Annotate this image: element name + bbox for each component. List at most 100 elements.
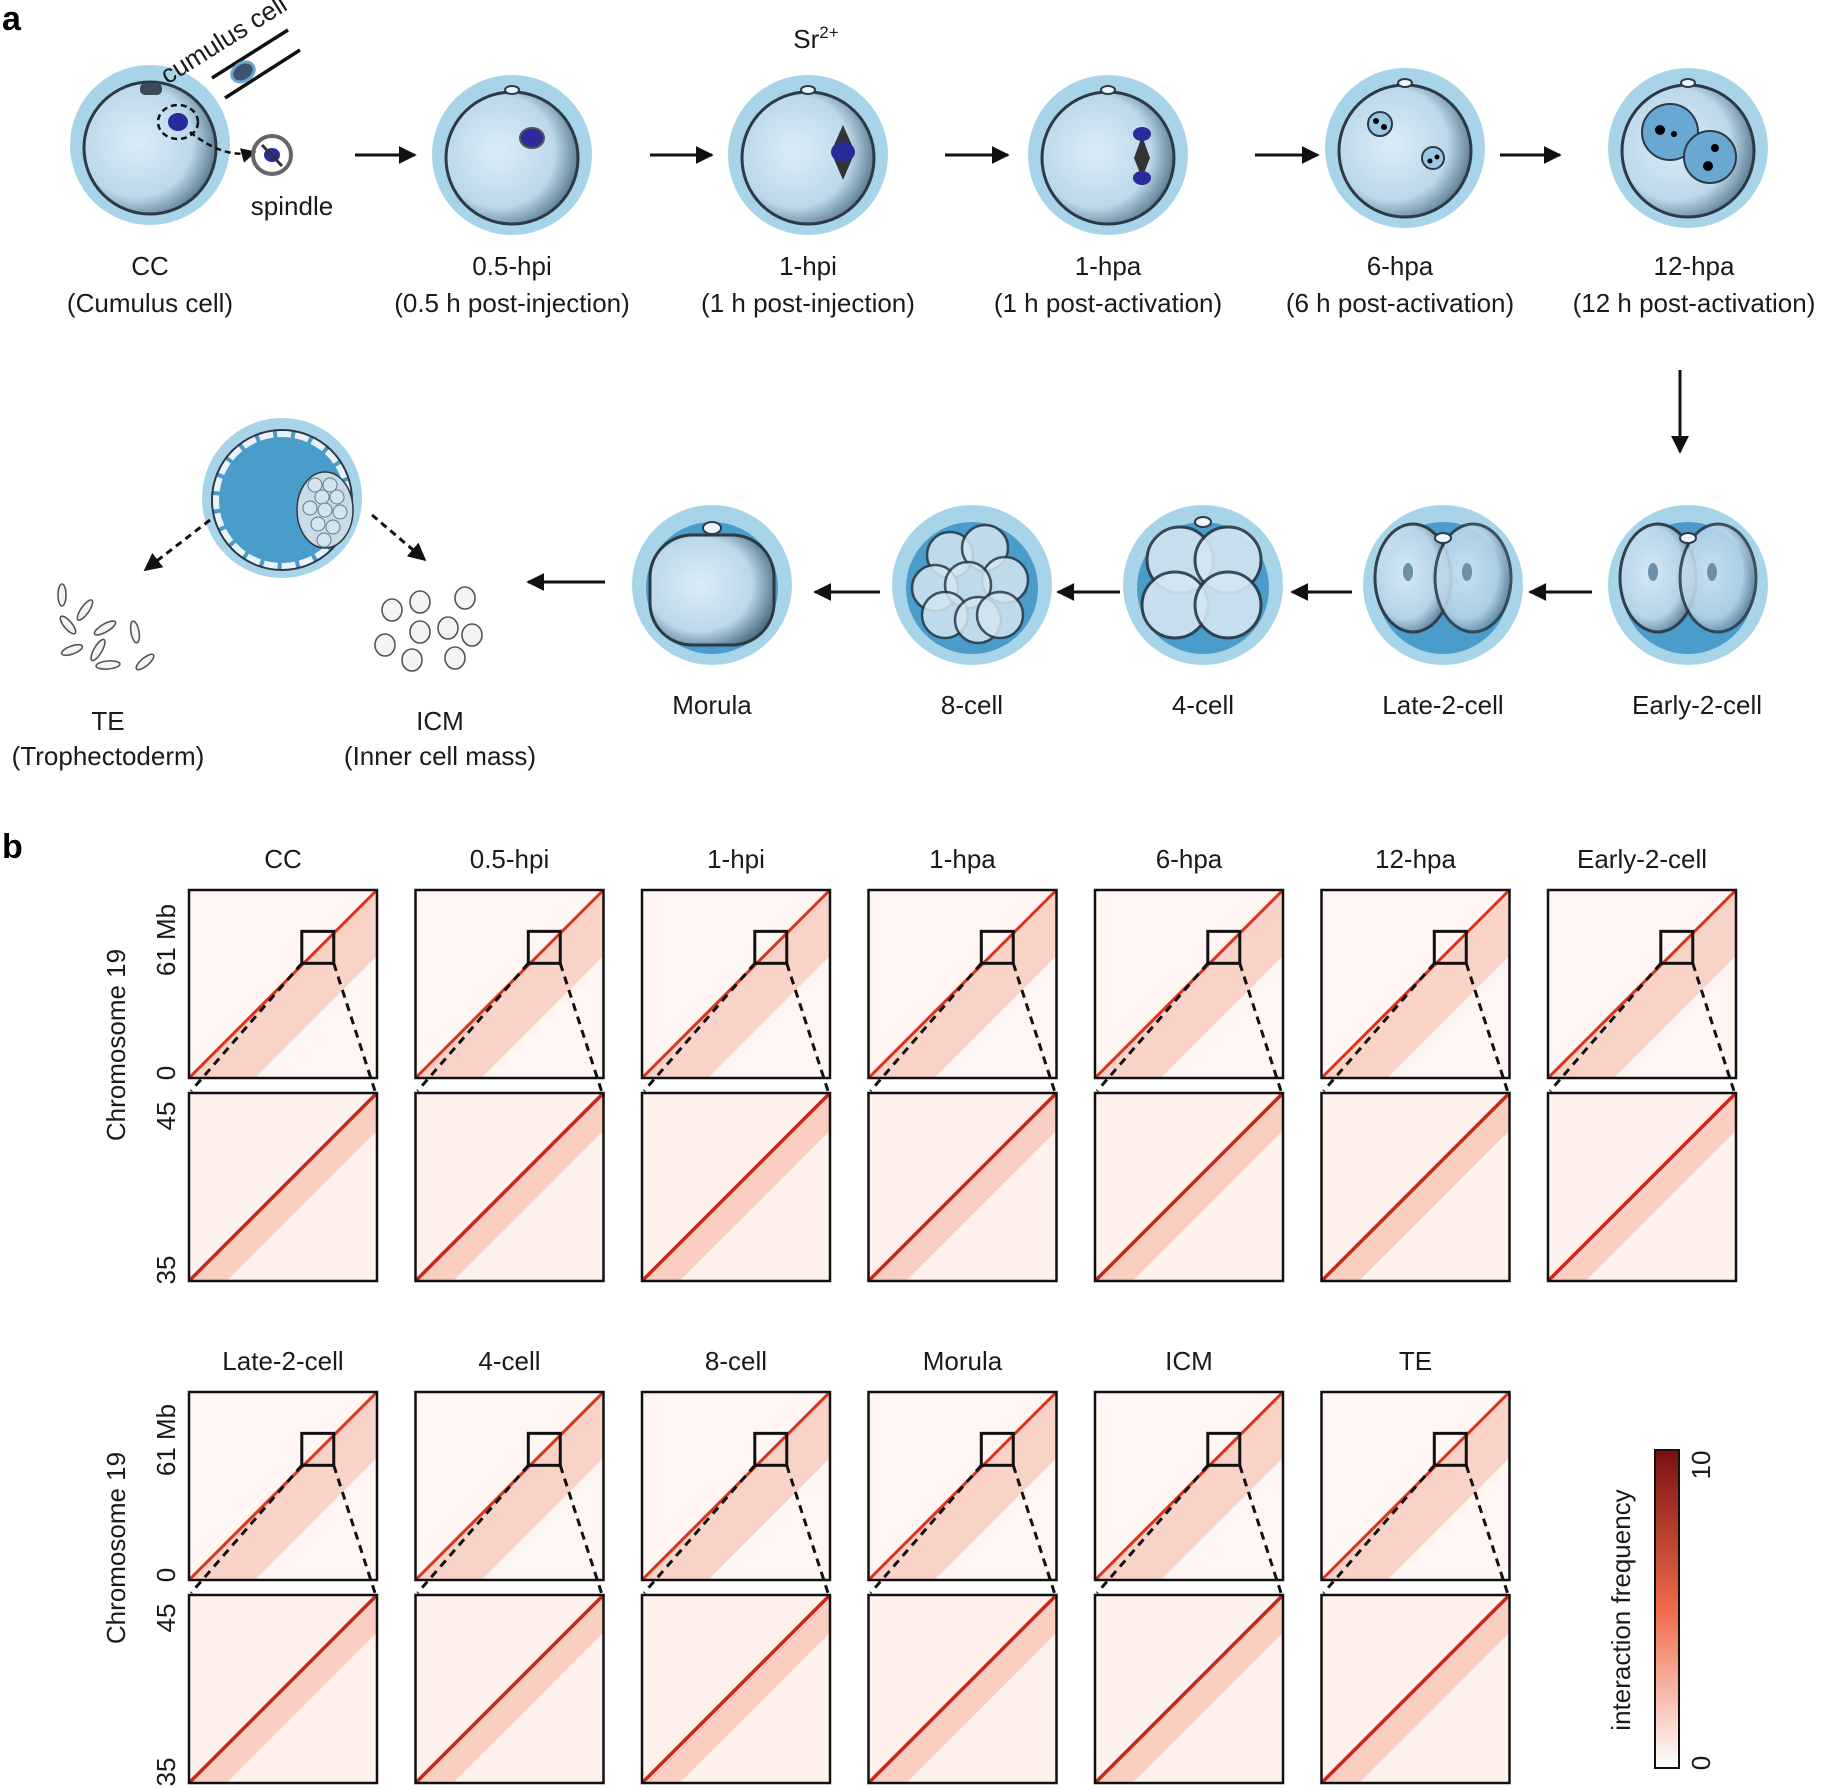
zoomed-region-map: [414, 1593, 605, 1785]
zoom-box: [979, 929, 1015, 965]
stage-label-0.5hpi: 0.5-hpi: [472, 251, 552, 281]
stage-1hpi-egg: [728, 75, 888, 235]
fate-sub-te: (Trophectoderm): [12, 741, 205, 771]
heatmap-title: 12-hpa: [1375, 844, 1456, 874]
heatmap-title: 4-cell: [478, 1346, 540, 1376]
colorbar-label: interaction frequency: [1606, 1489, 1636, 1730]
stage-label-6hpa: 6-hpa: [1367, 251, 1434, 281]
heatmap-title: 1-hpi: [707, 844, 765, 874]
full-chromosome-map: [1093, 1390, 1285, 1594]
icm-cells: [374, 586, 483, 672]
full-chromosome-map: [867, 1390, 1058, 1594]
zoom-box: [1206, 929, 1242, 965]
zoom-box: [1659, 929, 1695, 965]
tick-row2-0: 0: [151, 1568, 181, 1582]
full-chromosome-map: [1546, 888, 1738, 1092]
heatmap-title: Early-2-cell: [1577, 844, 1707, 874]
zoomed-region-map: [414, 1091, 605, 1283]
full-chromosome-map: [1093, 888, 1285, 1092]
colorbar-min: 0: [1686, 1756, 1716, 1770]
zoomed-region-map: [640, 1091, 832, 1283]
fate-label-icm: ICM: [416, 706, 464, 736]
stage-sub-1hpi: (1 h post-injection): [701, 288, 915, 318]
zoom-box: [300, 1431, 336, 1467]
zoom-box: [753, 929, 789, 965]
heatmap-pair-te: TE: [1320, 1346, 1511, 1785]
zoomed-region-map: [187, 1091, 379, 1283]
zoom-box: [1432, 1431, 1468, 1467]
zoom-box: [1432, 929, 1468, 965]
zoom-box: [526, 929, 562, 965]
heatmap-pair-1-hpa: 1-hpa: [867, 844, 1058, 1283]
stage-sub-12hpa: (12 h post-activation): [1573, 288, 1816, 318]
stage-late-2cell-embryo: [1363, 505, 1523, 665]
tick-row1-35: 35: [151, 1256, 181, 1285]
zoomed-region-map: [640, 1593, 832, 1785]
te-cells: [57, 583, 155, 671]
tick-row1-45: 45: [151, 1102, 181, 1131]
zoomed-region-map: [1093, 1593, 1285, 1785]
strontium-annotation: Sr2+: [793, 23, 838, 54]
row1-arrows: [355, 146, 1689, 454]
stage-label-1hpa: 1-hpa: [1075, 251, 1142, 281]
tick-row2-35: 35: [151, 1758, 181, 1787]
heatmap-pair-12-hpa: 12-hpa: [1320, 844, 1511, 1283]
stage-label-morula: Morula: [672, 690, 752, 720]
panel-label-a: a: [2, 0, 22, 38]
heatmap-pair-late-2-cell: Late-2-cell: [187, 1346, 379, 1785]
stage-sub-6hpa: (6 h post-activation): [1286, 288, 1514, 318]
ylabel-row1: Chromosome 19: [101, 949, 131, 1141]
stage-morula-embryo: [632, 505, 792, 665]
zoomed-region-map: [867, 1091, 1058, 1283]
stage-1hpa-egg: [1028, 75, 1188, 235]
stage-label-early-2cell: Early-2-cell: [1632, 690, 1762, 720]
tick-row2-45: 45: [151, 1604, 181, 1633]
stage-label-1hpi: 1-hpi: [779, 251, 837, 281]
full-chromosome-map: [187, 888, 379, 1092]
colorbar-max: 10: [1686, 1451, 1716, 1480]
stage-8cell-embryo: [892, 505, 1052, 665]
zoomed-region-map: [867, 1593, 1058, 1785]
stage-4cell-embryo: [1123, 505, 1283, 665]
zoom-box: [300, 929, 336, 965]
stage-label-4cell: 4-cell: [1172, 690, 1234, 720]
fate-sub-icm: (Inner cell mass): [344, 741, 536, 771]
zoom-box: [526, 1431, 562, 1467]
ylabel-row2: Chromosome 19: [101, 1452, 131, 1644]
zoomed-region-map: [1093, 1091, 1285, 1283]
stage-label-cc: CC: [131, 251, 169, 281]
stage-sub-cc: (Cumulus cell): [67, 288, 233, 318]
stage-label-12hpa: 12-hpa: [1654, 251, 1735, 281]
heatmap-pair-8-cell: 8-cell: [640, 1346, 832, 1785]
tick-row1-61mb: 61 Mb: [151, 904, 181, 976]
heatmap-pair-6-hpa: 6-hpa: [1093, 844, 1285, 1283]
fate-label-te: TE: [91, 706, 124, 736]
stage-label-late-2cell: Late-2-cell: [1382, 690, 1503, 720]
stage-label-8cell: 8-cell: [941, 690, 1003, 720]
stage-sub-1hpa: (1 h post-activation): [994, 288, 1222, 318]
panel-label-b: b: [2, 828, 23, 866]
colorbar-gradient: [1654, 1449, 1680, 1769]
heatmap-title: Morula: [923, 1346, 1003, 1376]
heatmap-pair-4-cell: 4-cell: [414, 1346, 605, 1785]
heatmap-pair-0-5-hpi: 0.5-hpi: [414, 844, 605, 1283]
full-chromosome-map: [640, 1390, 832, 1594]
zoomed-region-map: [1320, 1091, 1511, 1283]
full-chromosome-map: [1320, 888, 1511, 1092]
stage-blastocyst: [202, 418, 362, 578]
cumulus-cell-annotation: cumulus cell: [155, 0, 292, 90]
heatmap-pair-early-2-cell: Early-2-cell: [1546, 844, 1738, 1283]
row2-arrows: [143, 513, 1592, 601]
heatmap-pair-icm: ICM: [1093, 1346, 1285, 1785]
zoomed-region-map: [187, 1593, 379, 1785]
full-chromosome-map: [187, 1390, 379, 1594]
spindle-annotation: spindle: [251, 191, 333, 221]
zoom-box: [753, 1431, 789, 1467]
full-chromosome-map: [1320, 1390, 1511, 1594]
heatmap-title: 6-hpa: [1156, 844, 1223, 874]
full-chromosome-map: [414, 888, 605, 1092]
zoom-box: [1206, 1431, 1242, 1467]
zoomed-region-map: [1320, 1593, 1511, 1785]
